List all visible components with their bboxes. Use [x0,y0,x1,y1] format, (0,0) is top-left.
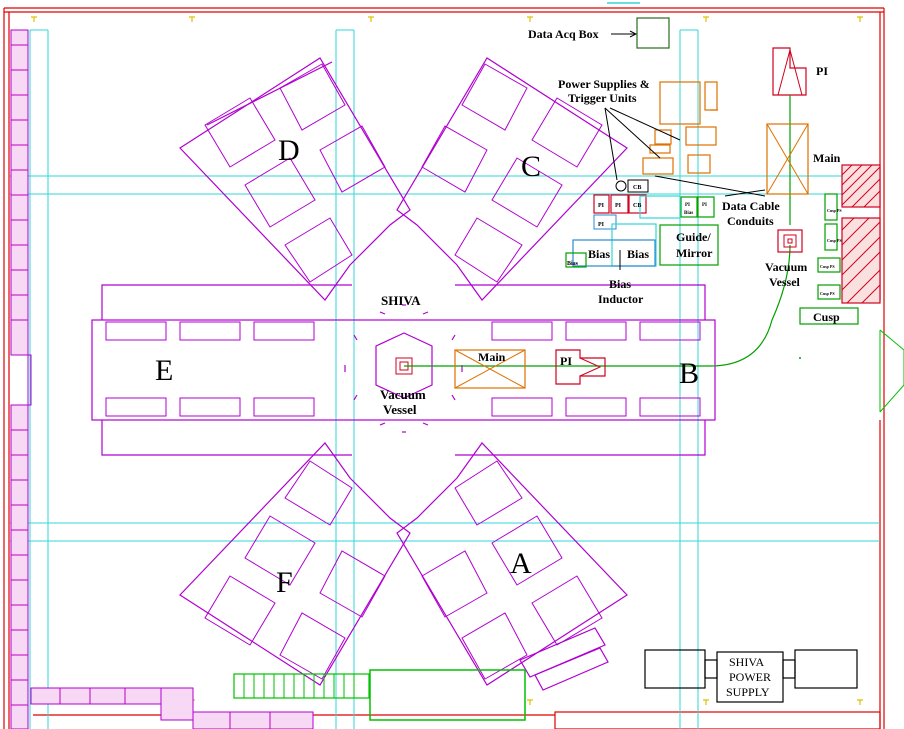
shiva-power-supply [644,649,858,703]
power-supplies-label-2: Trigger Units [568,91,637,105]
bias-label-1: Bias [588,247,610,261]
central-labels: SHIVA Vacuum Vessel Main PI [380,293,572,417]
cusp-ps-2: Cusp PS [827,238,842,243]
cusp-ps-1: Cusp PS [827,208,842,213]
bay-label-a: A [510,547,532,580]
power-supply-labels: SHIVA POWER SUPPLY [726,655,771,699]
annex-equipment [565,2,904,413]
rack-pi-small-2: PI [702,203,707,208]
power-supply-line-2: POWER [729,670,771,684]
power-supplies-label-1: Power Supplies & [558,77,650,91]
data-cable-label-1: Data Cable [722,199,780,213]
rack-bias: Bias [684,211,693,216]
bias-label-small: Bias [567,261,579,267]
rack-pi-2: PI [615,203,622,209]
main-magnet-b [454,349,526,389]
rack-cb-2: CB [633,185,641,191]
bay-label-e: E [155,354,173,387]
vacuum-vessel-annex-1: Vacuum [765,260,807,274]
shiva-title: SHIVA [381,293,421,308]
main-label-annex: Main [813,151,841,165]
vacuum-vessel-annex-2: Vessel [769,275,801,289]
cusp-label: Cusp [813,310,840,324]
rack-cb: CB [633,203,641,209]
rack-pi-3: PI [598,222,605,228]
main-magnet-annex [766,123,809,195]
shield-wall [841,164,881,304]
vacuum-vessel-label-1: Vacuum [380,387,426,402]
bay-label-d: D [278,134,300,167]
shiva-building-outline [91,57,716,691]
rack-pi-1: PI [598,203,605,209]
power-supply-line-3: SUPPLY [726,685,770,699]
facility-boundary [3,7,885,729]
column-grid [10,29,880,729]
power-supply-line-1: SHIVA [729,655,764,669]
cusp-ps-4: Cusp PS [820,291,835,296]
beamline-b [404,244,791,389]
bay-labels: D C E B F A [155,134,699,599]
west-wall [10,29,314,729]
vacuum-vessel-label-2: Vessel [383,402,417,417]
bias-inductor-label-2: Inductor [598,292,644,306]
data-acq-box [636,17,670,49]
bay-label-b: B [679,357,699,390]
bias-label-2: Bias [627,247,649,261]
bay-label-c: C [521,150,541,183]
guide-mirror-label-1: Guide/ [676,230,711,244]
pi-label-b: PI [560,354,572,368]
bay-label-f: F [276,566,293,599]
annex-labels: Data Acq Box Power Supplies & Trigger Un… [528,27,842,324]
pi-unit-b [555,349,606,385]
rack-pi-small: PI [685,203,690,208]
column-markers [31,16,863,705]
main-label-b: Main [478,350,506,364]
bottom-equipment [233,649,858,721]
central-vessel-area [344,304,463,433]
data-cable-label-2: Conduits [727,214,774,228]
bias-inductor-label-1: Bias [609,277,631,291]
data-acq-box-label: Data Acq Box [528,27,599,41]
pi-unit-annex [772,47,807,96]
cusp-ps-3: Cusp PS [820,264,835,269]
guide-mirror-label-2: Mirror [676,246,713,260]
pi-label-annex: PI [816,64,828,78]
